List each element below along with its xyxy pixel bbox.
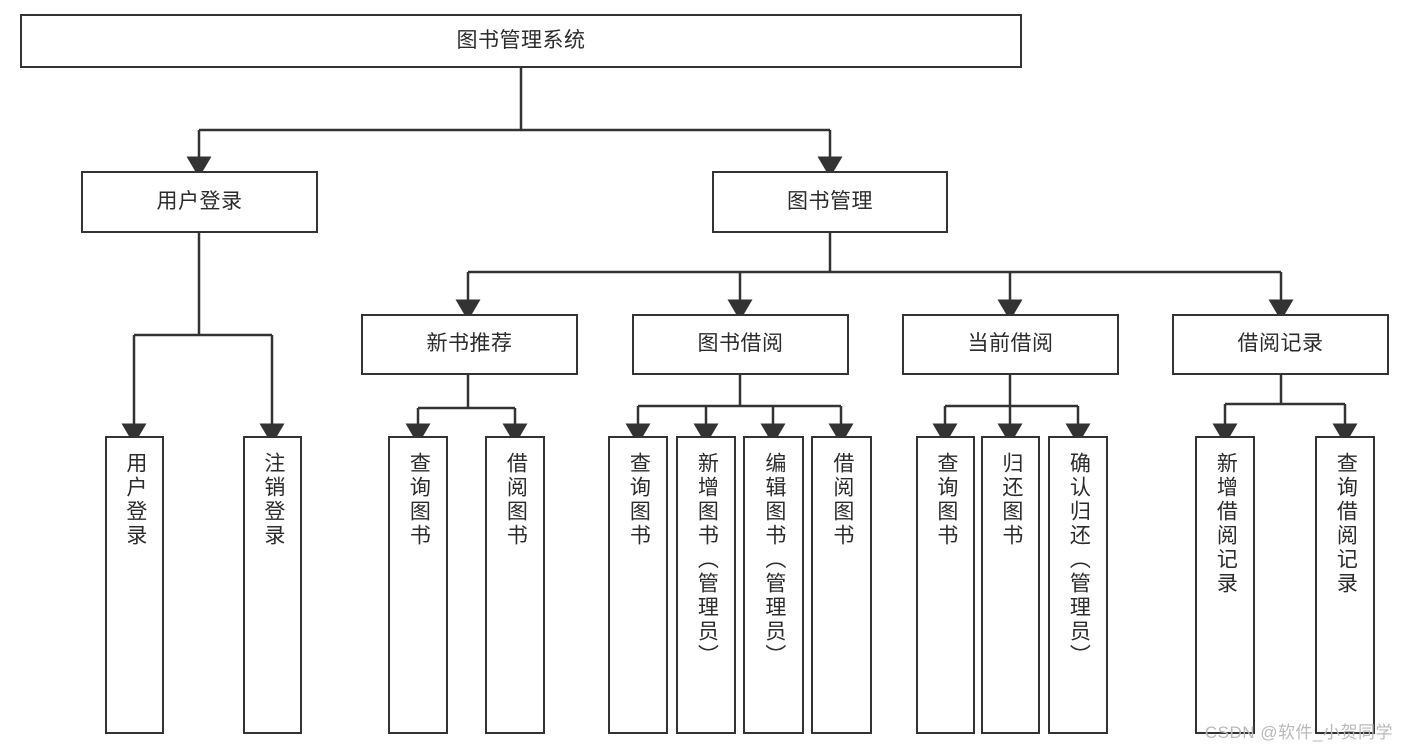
- node-borrow-record-label: 借阅记录: [1237, 332, 1324, 356]
- node-leaf-user-login-label: 用户登录: [123, 452, 147, 548]
- node-user-login-label: 用户登录: [156, 189, 243, 213]
- node-leaf-confirm-return[interactable]: 确认归还（管理员）: [1048, 436, 1108, 734]
- node-leaf-add-record[interactable]: 新增借阅记录: [1195, 436, 1255, 734]
- node-current-borrow[interactable]: 当前借阅: [902, 314, 1119, 375]
- node-leaf-borrow-book-1[interactable]: 借阅图书: [485, 436, 545, 734]
- node-new-book-recommend[interactable]: 新书推荐: [361, 314, 578, 375]
- node-leaf-query-book-1-label: 查询图书: [407, 452, 431, 548]
- node-new-book-recommend-label: 新书推荐: [426, 332, 513, 356]
- node-root[interactable]: 图书管理系统: [20, 14, 1022, 68]
- node-leaf-add-book-label: 新增图书（管理员）: [695, 452, 719, 668]
- node-leaf-user-login[interactable]: 用户登录: [105, 436, 164, 734]
- node-book-borrow-label: 图书借阅: [697, 332, 784, 356]
- node-leaf-query-book-2[interactable]: 查询图书: [608, 436, 668, 734]
- node-leaf-borrow-book-2-label: 借阅图书: [830, 452, 854, 548]
- node-leaf-edit-book-label: 编辑图书（管理员）: [762, 452, 786, 668]
- node-leaf-confirm-return-label: 确认归还（管理员）: [1067, 452, 1091, 668]
- node-leaf-add-book[interactable]: 新增图书（管理员）: [676, 436, 736, 734]
- node-user-login[interactable]: 用户登录: [81, 171, 318, 233]
- node-leaf-borrow-book-1-label: 借阅图书: [504, 452, 528, 548]
- node-leaf-query-book-3-label: 查询图书: [934, 452, 958, 548]
- node-leaf-return-book-label: 归还图书: [999, 452, 1023, 548]
- node-leaf-query-record-label: 查询借阅记录: [1334, 452, 1358, 596]
- node-leaf-borrow-book-2[interactable]: 借阅图书: [811, 436, 872, 734]
- node-leaf-query-book-3[interactable]: 查询图书: [916, 436, 975, 734]
- node-leaf-logout[interactable]: 注销登录: [243, 436, 302, 734]
- node-book-manage-label: 图书管理: [787, 189, 873, 213]
- node-leaf-query-record[interactable]: 查询借阅记录: [1315, 436, 1375, 734]
- node-leaf-query-book-1[interactable]: 查询图书: [388, 436, 448, 734]
- node-leaf-add-record-label: 新增借阅记录: [1214, 452, 1238, 596]
- node-leaf-return-book[interactable]: 归还图书: [981, 436, 1040, 734]
- node-root-label: 图书管理系统: [456, 28, 586, 52]
- node-leaf-query-book-2-label: 查询图书: [627, 452, 651, 548]
- node-borrow-record[interactable]: 借阅记录: [1172, 314, 1389, 375]
- node-book-borrow[interactable]: 图书借阅: [632, 314, 849, 375]
- node-book-manage[interactable]: 图书管理: [712, 171, 948, 233]
- node-leaf-edit-book[interactable]: 编辑图书（管理员）: [743, 436, 804, 734]
- node-leaf-logout-label: 注销登录: [261, 452, 285, 548]
- node-current-borrow-label: 当前借阅: [967, 332, 1054, 356]
